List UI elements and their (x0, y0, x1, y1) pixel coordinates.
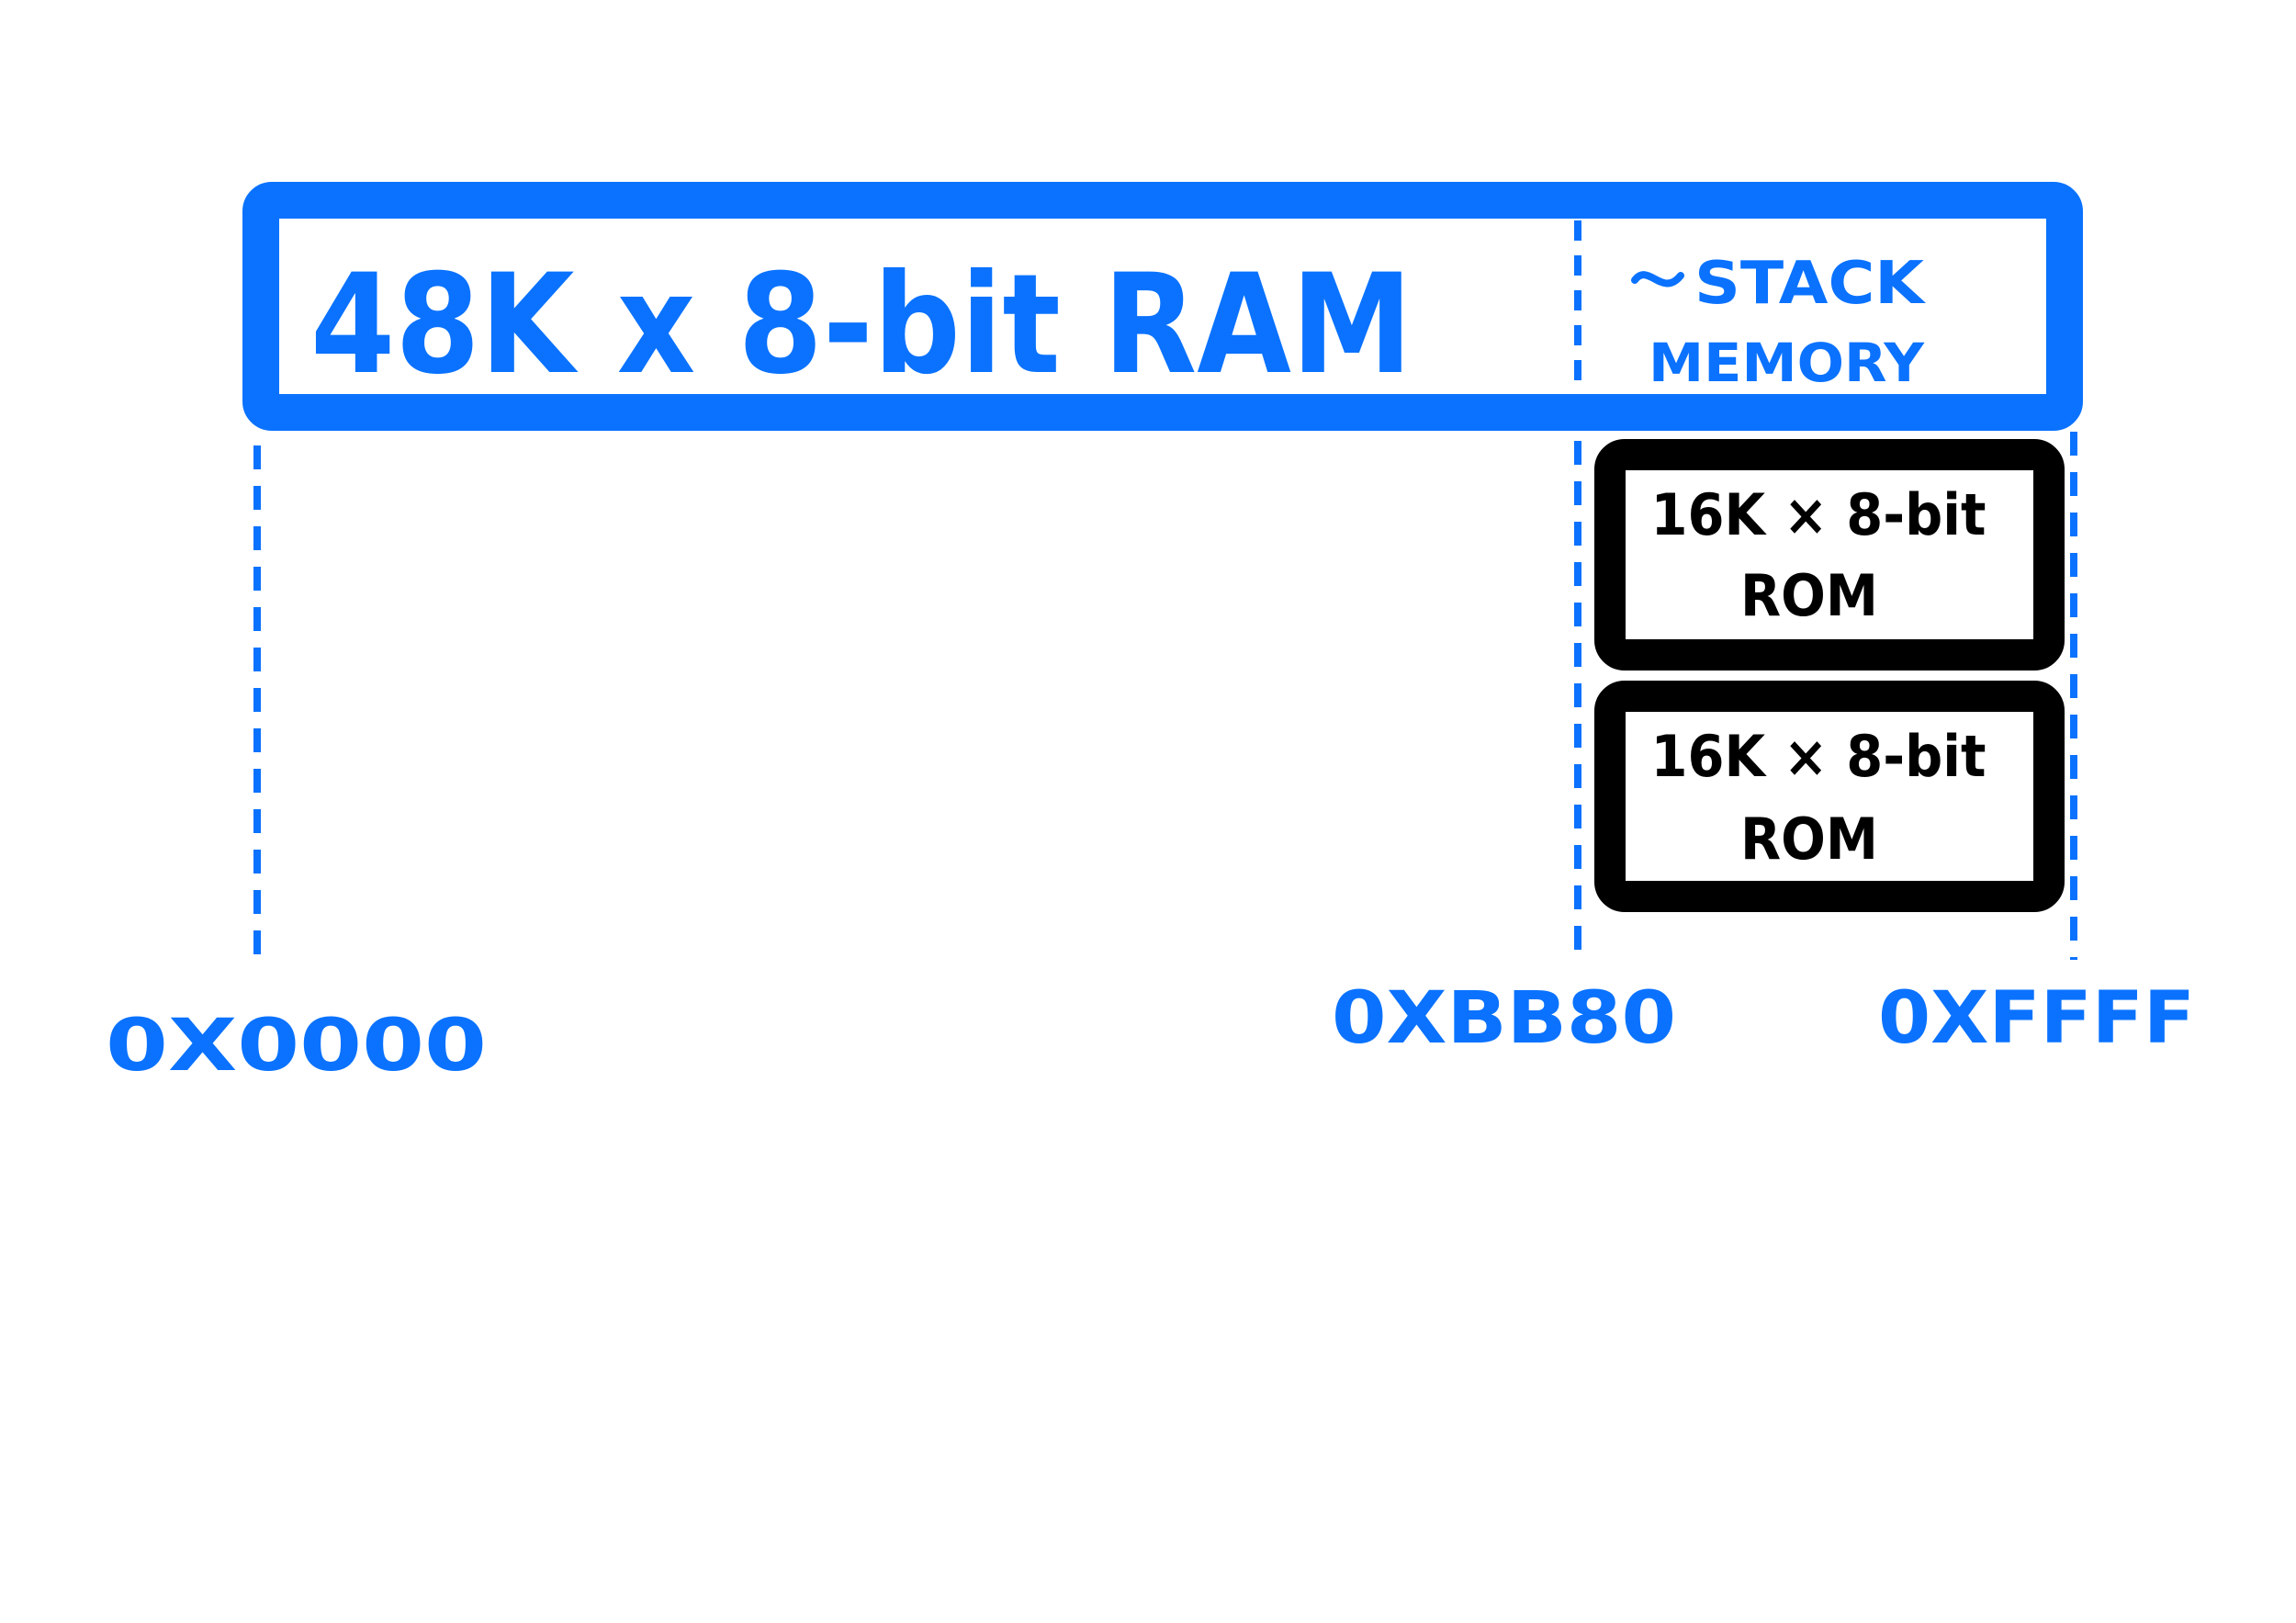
stack-label-line2: MEMORY (1649, 332, 1925, 394)
ram-label: 48K x 8-bit RAM (310, 245, 1412, 405)
address-mid-label: 0XBB80 (1332, 977, 1676, 1060)
stack-label-line1: STACK (1694, 250, 1927, 318)
stack-tilde-mark (1631, 271, 1684, 287)
ram-block (242, 182, 2083, 431)
rom-1-label-line2: ROM (1740, 562, 1878, 629)
address-start-label: 0X0000 (106, 1005, 487, 1088)
rom-1-label-line1: 16K × 8-bit (1651, 481, 1986, 548)
address-end-label: 0XFFFF (1878, 977, 2195, 1060)
rom-block-1 (1594, 439, 2065, 671)
rom-2-label-line1: 16K × 8-bit (1651, 723, 1986, 790)
rom-2-label-line2: ROM (1740, 806, 1878, 873)
rom-block-2 (1594, 681, 2065, 912)
